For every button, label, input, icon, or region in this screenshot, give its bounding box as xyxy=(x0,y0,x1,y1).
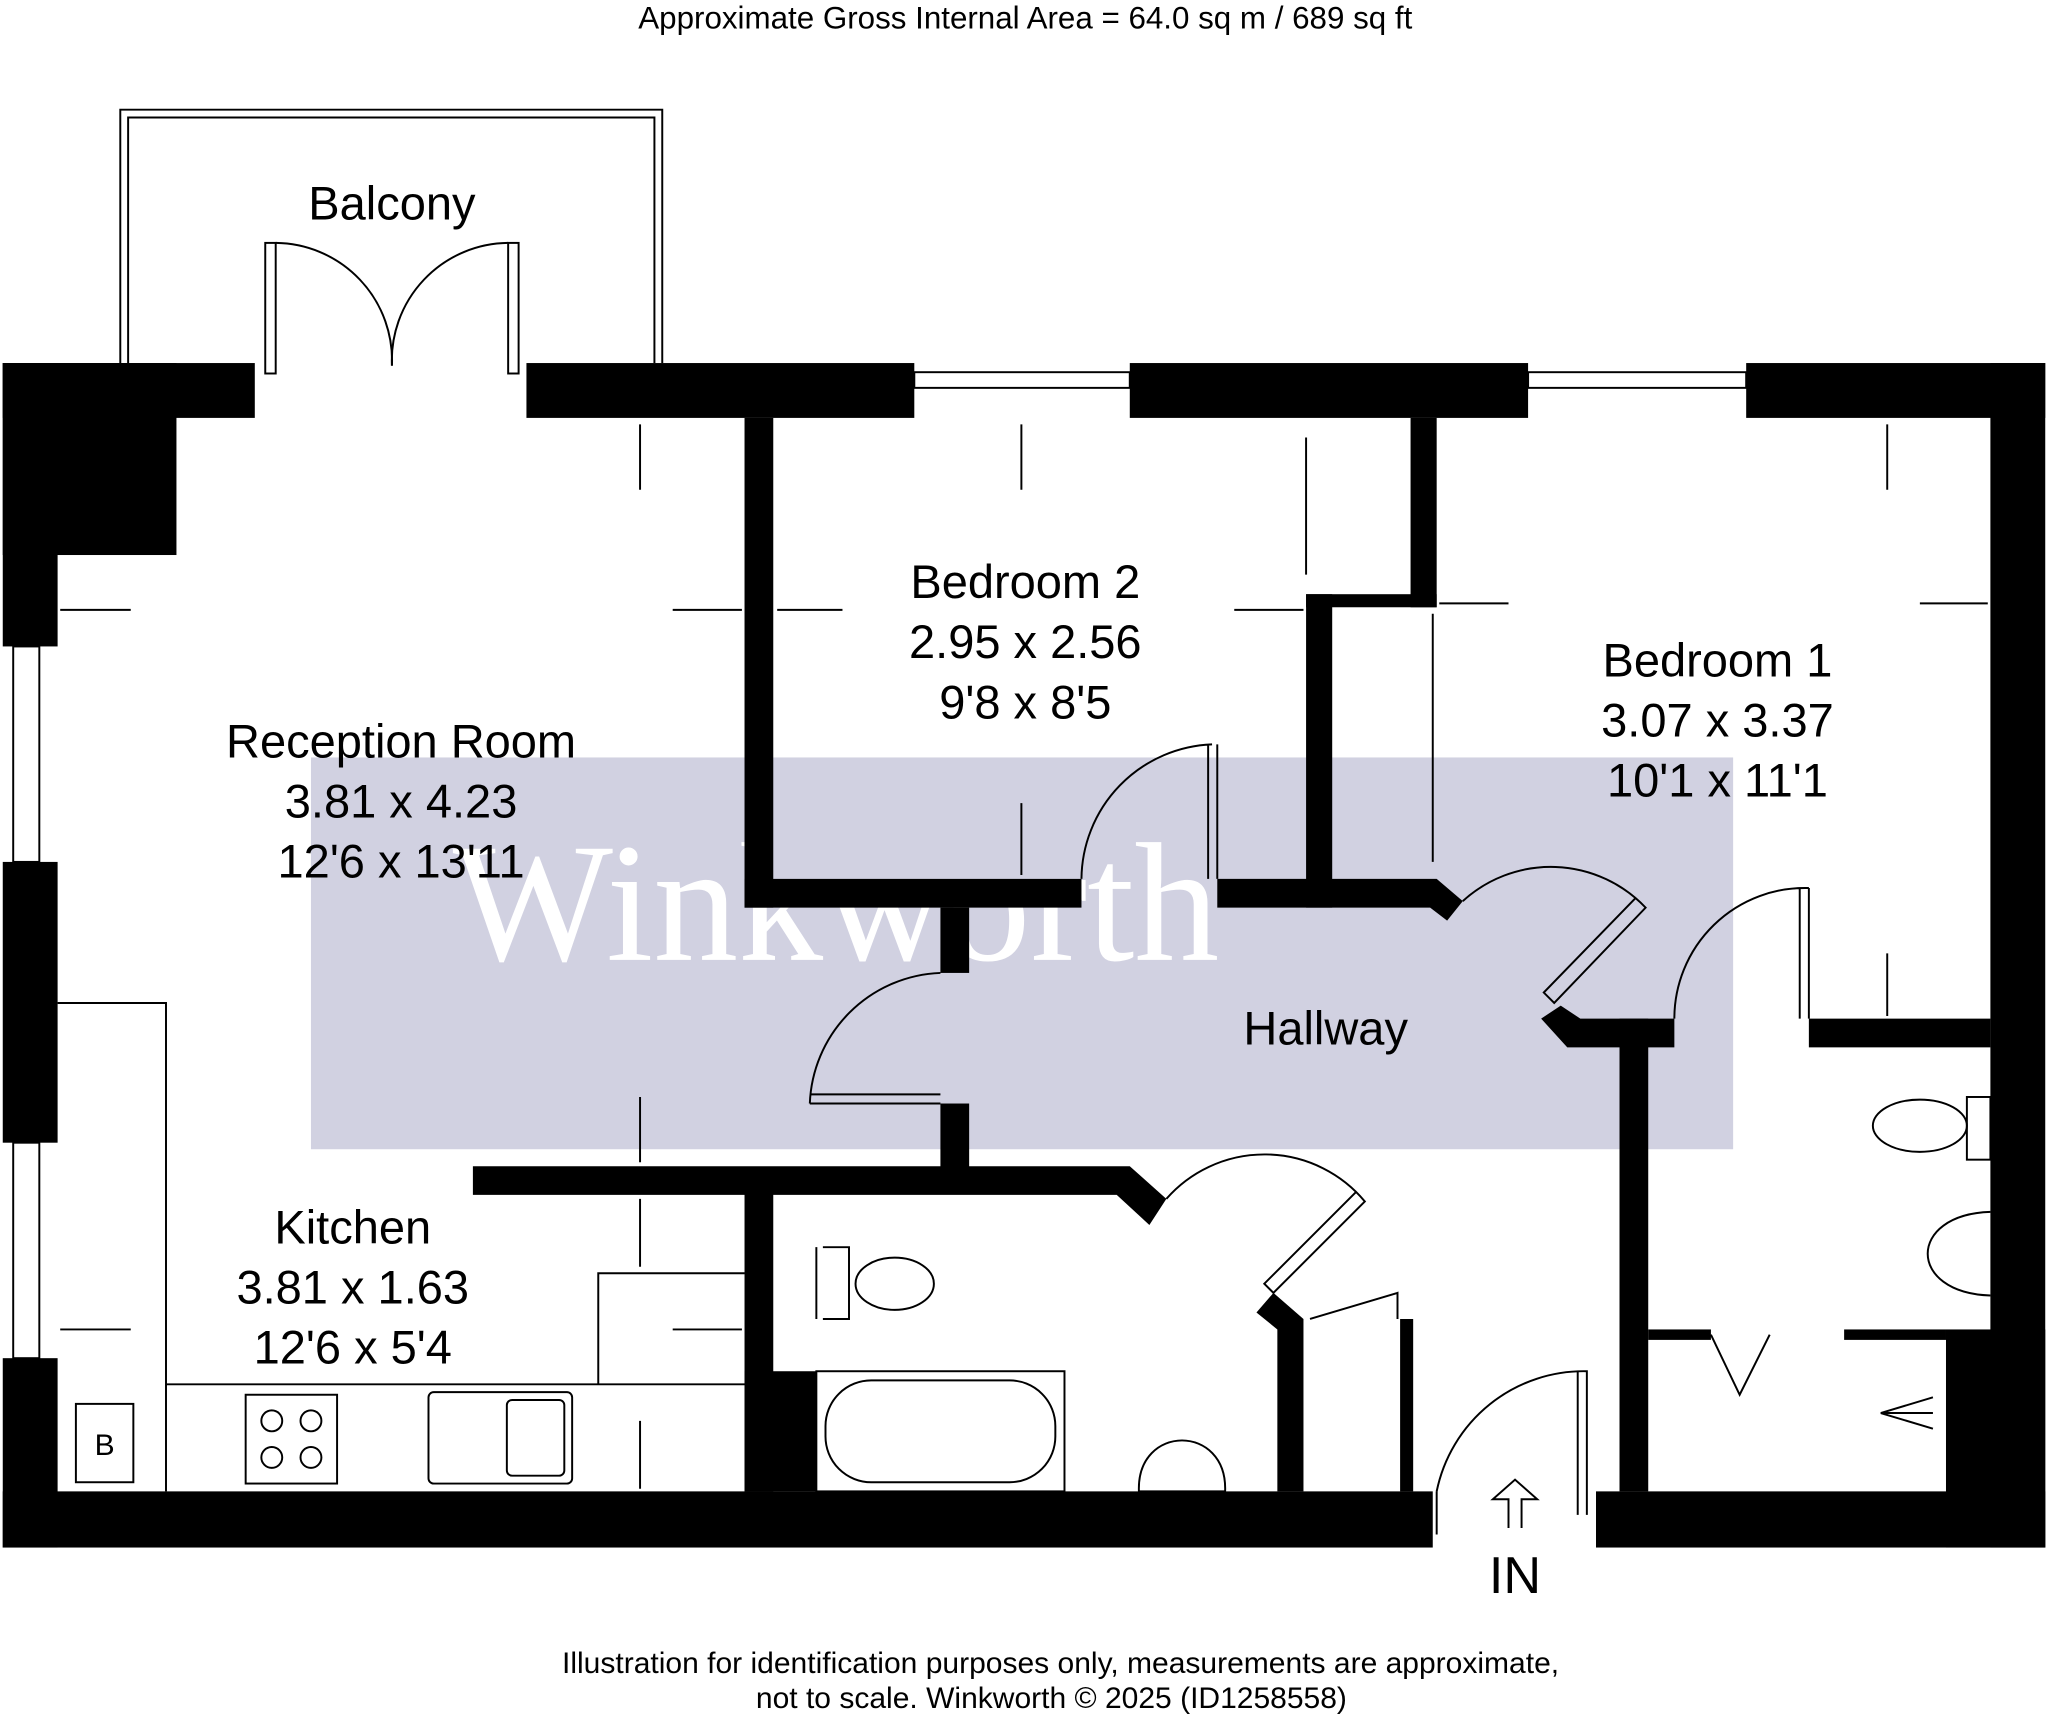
entrance-label: IN xyxy=(1489,1547,1541,1605)
bedroom1-imperial: 10'1 x 11'1 xyxy=(1607,754,1828,807)
balcony-door xyxy=(264,241,520,375)
hallway-label: Hallway xyxy=(1243,1002,1408,1055)
bedroom2-name: Bedroom 2 xyxy=(910,555,1140,608)
reception-name: Reception Room xyxy=(226,714,576,767)
kitchen-metric: 3.81 x 1.63 xyxy=(236,1260,469,1313)
reception-metric: 3.81 x 4.23 xyxy=(285,775,518,828)
reception-imperial: 12'6 x 13'11 xyxy=(278,835,525,888)
bedroom2-metric: 2.95 x 2.56 xyxy=(909,615,1142,668)
kitchen-name: Kitchen xyxy=(274,1200,431,1253)
bathroom-fittings xyxy=(815,1096,1992,1493)
windows xyxy=(12,371,1748,1360)
footer-line2: not to scale. Winkworth © 2025 (ID125855… xyxy=(756,1682,1347,1715)
walls xyxy=(2,363,2046,1548)
balcony-label: Balcony xyxy=(308,176,476,229)
footer-line1: Illustration for identification purposes… xyxy=(562,1647,1559,1680)
kitchen-fittings xyxy=(57,1001,745,1492)
kitchen-imperial: 12'6 x 5'4 xyxy=(254,1320,452,1373)
bedroom1-name: Bedroom 1 xyxy=(1602,633,1832,686)
bedroom2-imperial: 9'8 x 8'5 xyxy=(939,675,1111,728)
doors xyxy=(808,437,1810,1535)
entrance-arrow xyxy=(1490,1478,1540,1528)
bedroom1-metric: 3.07 x 3.37 xyxy=(1601,694,1834,747)
header-area: Approximate Gross Internal Area = 64.0 s… xyxy=(638,1,1412,36)
boiler-label: B xyxy=(95,1429,115,1462)
balcony-outline xyxy=(119,108,664,364)
dimension-arrows xyxy=(60,424,1988,1489)
